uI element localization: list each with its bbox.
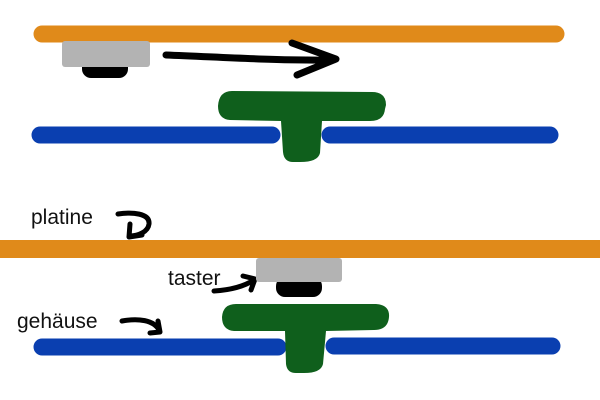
platine-label: platine	[31, 206, 93, 229]
panel-displaced	[31, 25, 565, 162]
platine-bar-bottom	[0, 240, 600, 258]
taster-pointer-icon	[211, 273, 258, 294]
taster-cap-top	[62, 41, 150, 67]
plunger-bottom	[222, 304, 390, 373]
plunger-top	[218, 91, 386, 162]
panel-aligned	[0, 210, 600, 373]
platine-pointer-icon	[115, 210, 152, 240]
taster-label: taster	[168, 267, 221, 290]
gehaeuse-label: gehäuse	[17, 310, 98, 333]
arrow-right-icon	[162, 39, 340, 79]
gehaeuse-pointer-icon	[119, 317, 163, 336]
taster-cap-bottom	[256, 258, 342, 282]
